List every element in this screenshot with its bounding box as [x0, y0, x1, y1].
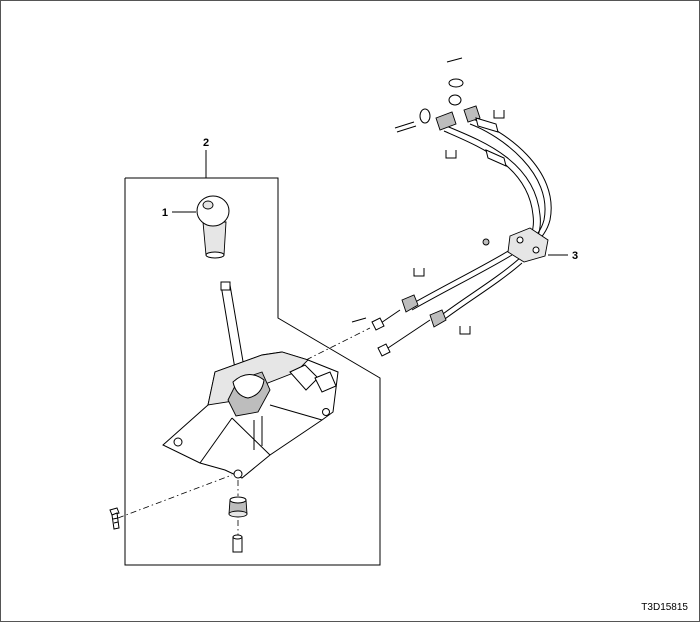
callout-2-label: 2 [203, 137, 209, 149]
callout-1-label: 1 [162, 207, 168, 219]
shifter-base [162, 351, 339, 479]
assembly-boundary [124, 177, 381, 566]
mounting-bolt [109, 507, 120, 530]
shift-cable-assembly [351, 57, 552, 357]
pivot-pin [232, 534, 243, 553]
alignment-line-bolt [117, 474, 233, 519]
callout-3-label: 3 [572, 250, 578, 262]
shift-knob [196, 195, 230, 259]
alignment-line-cable [257, 327, 371, 385]
figure-code: T3D15815 [641, 602, 688, 613]
rubber-bushing [228, 496, 248, 518]
retaining-clips [413, 110, 505, 335]
